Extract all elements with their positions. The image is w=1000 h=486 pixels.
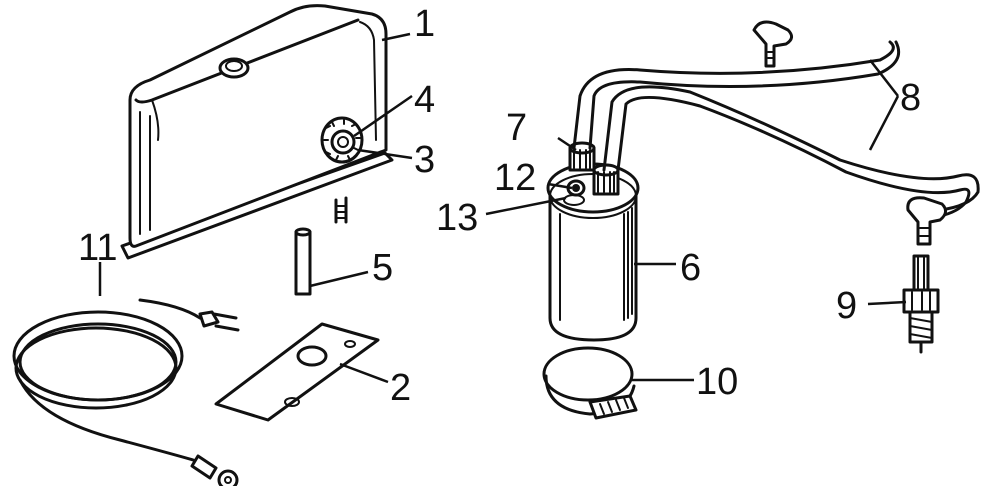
callout-11: 11 (78, 227, 117, 269)
callout-8: 8 (900, 77, 921, 119)
part-pin (294, 227, 312, 296)
callout-6: 6 (680, 247, 701, 289)
part-terminal-nut (568, 141, 596, 172)
part-spark-plug (902, 254, 940, 354)
callout-5: 5 (372, 247, 393, 289)
part-terminal-washer (563, 194, 585, 206)
callout-7: 7 (506, 107, 527, 149)
callout-9: 9 (836, 285, 857, 327)
leader-lines (98, 32, 907, 384)
callout-3: 3 (414, 139, 435, 181)
callout-13: 13 (436, 197, 478, 239)
part-terminal-nut-right (592, 163, 620, 196)
callout-4: 4 (414, 79, 435, 121)
callout-10: 10 (696, 361, 738, 403)
part-coiled-wire (12, 298, 240, 486)
callout-1: 1 (414, 3, 435, 45)
callout-12: 12 (494, 157, 536, 199)
part-cover-box (120, 4, 394, 260)
part-mounting-plate (214, 322, 380, 422)
part-nut (330, 129, 356, 155)
part-hose-clamp (542, 346, 638, 420)
part-ht-leads (572, 20, 980, 246)
callout-2: 2 (390, 367, 411, 409)
